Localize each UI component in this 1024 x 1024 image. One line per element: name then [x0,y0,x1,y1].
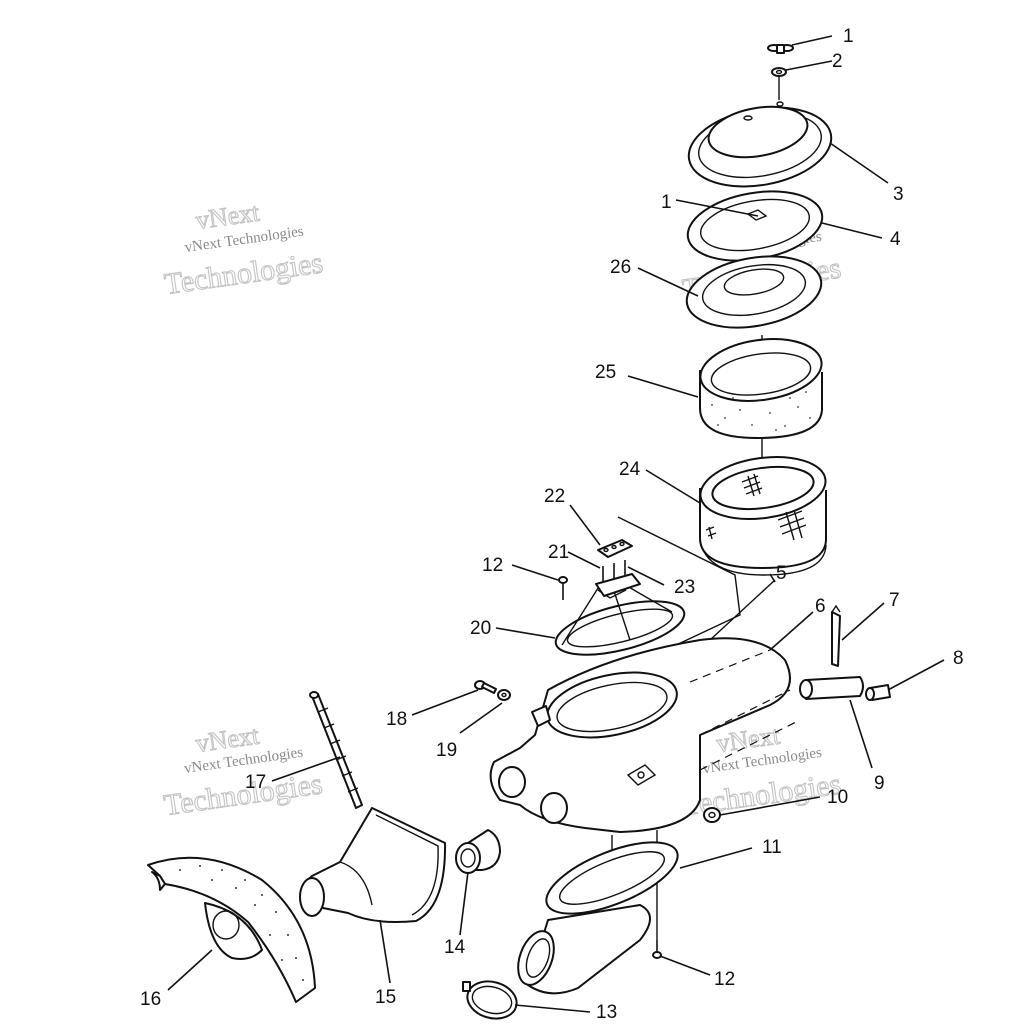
intake-duct [517,904,651,995]
callout-12-upper: 12 [482,555,503,576]
watermark-top-left: vNext vNext Technologies Technologies [162,197,326,302]
callout-2: 2 [832,51,843,72]
foam-pre-filter [699,338,823,439]
heat-shield [147,856,316,1003]
gasket-26 [685,255,823,329]
callout-3: 3 [893,184,904,205]
watermark-big-line-1: vNext [194,197,262,235]
callout-24: 24 [619,459,641,480]
callout-13: 13 [596,1002,617,1023]
callout-5: 5 [776,563,787,584]
grommet-10 [703,807,721,823]
callout-17: 17 [245,772,266,793]
filter-element [699,456,827,576]
callout-19: 19 [436,740,457,761]
callout-8: 8 [953,648,964,669]
bolt-18 [474,680,497,694]
callout-14: 14 [444,937,466,958]
callout-16: 16 [140,989,161,1010]
damper-block [597,539,633,558]
callout-9: 9 [874,773,885,794]
air-box-cover [687,101,833,188]
screw-lower [652,940,662,959]
callout-26: 26 [610,257,631,278]
hose-plug [865,684,891,701]
air-box-body [489,637,801,833]
gasket-11 [545,841,679,915]
callout-12-lower: 12 [714,969,735,990]
watermark-bottom-left: vNext vNext Technologies Technologies [161,720,325,823]
screw-upper [558,576,568,600]
washer-top [771,67,787,77]
callout-4: 4 [890,229,901,250]
callout-11: 11 [762,837,782,858]
callout-1: 1 [843,26,854,47]
callout-23: 23 [674,577,695,598]
callout-10: 10 [827,787,848,808]
callout-1-secondary: 1 [661,192,672,213]
strap-17 [309,691,363,809]
clip-7 [831,604,841,667]
callout-20: 20 [470,618,491,639]
callout-21: 21 [548,542,569,563]
washer-19 [497,689,511,701]
callout-15: 15 [375,987,396,1008]
filter-cage [554,573,686,656]
intake-boot [299,807,447,923]
callout-labels: 1 2 3 1 4 26 25 24 22 21 23 12 5 6 7 8 2… [140,26,964,1023]
callout-7: 7 [889,590,900,611]
callout-6: 6 [815,596,826,617]
leader-lines [167,35,945,1013]
callout-25: 25 [595,362,616,383]
foam-texture [711,391,811,431]
studs [602,560,626,583]
adapter-14 [455,829,501,874]
callout-22: 22 [544,486,565,507]
shield-texture [179,865,304,981]
callout-18: 18 [386,709,407,730]
wing-nut-top [767,44,794,54]
hose-clamp [462,980,518,1020]
drain-hose [799,676,864,700]
mesh-pattern [705,473,807,541]
